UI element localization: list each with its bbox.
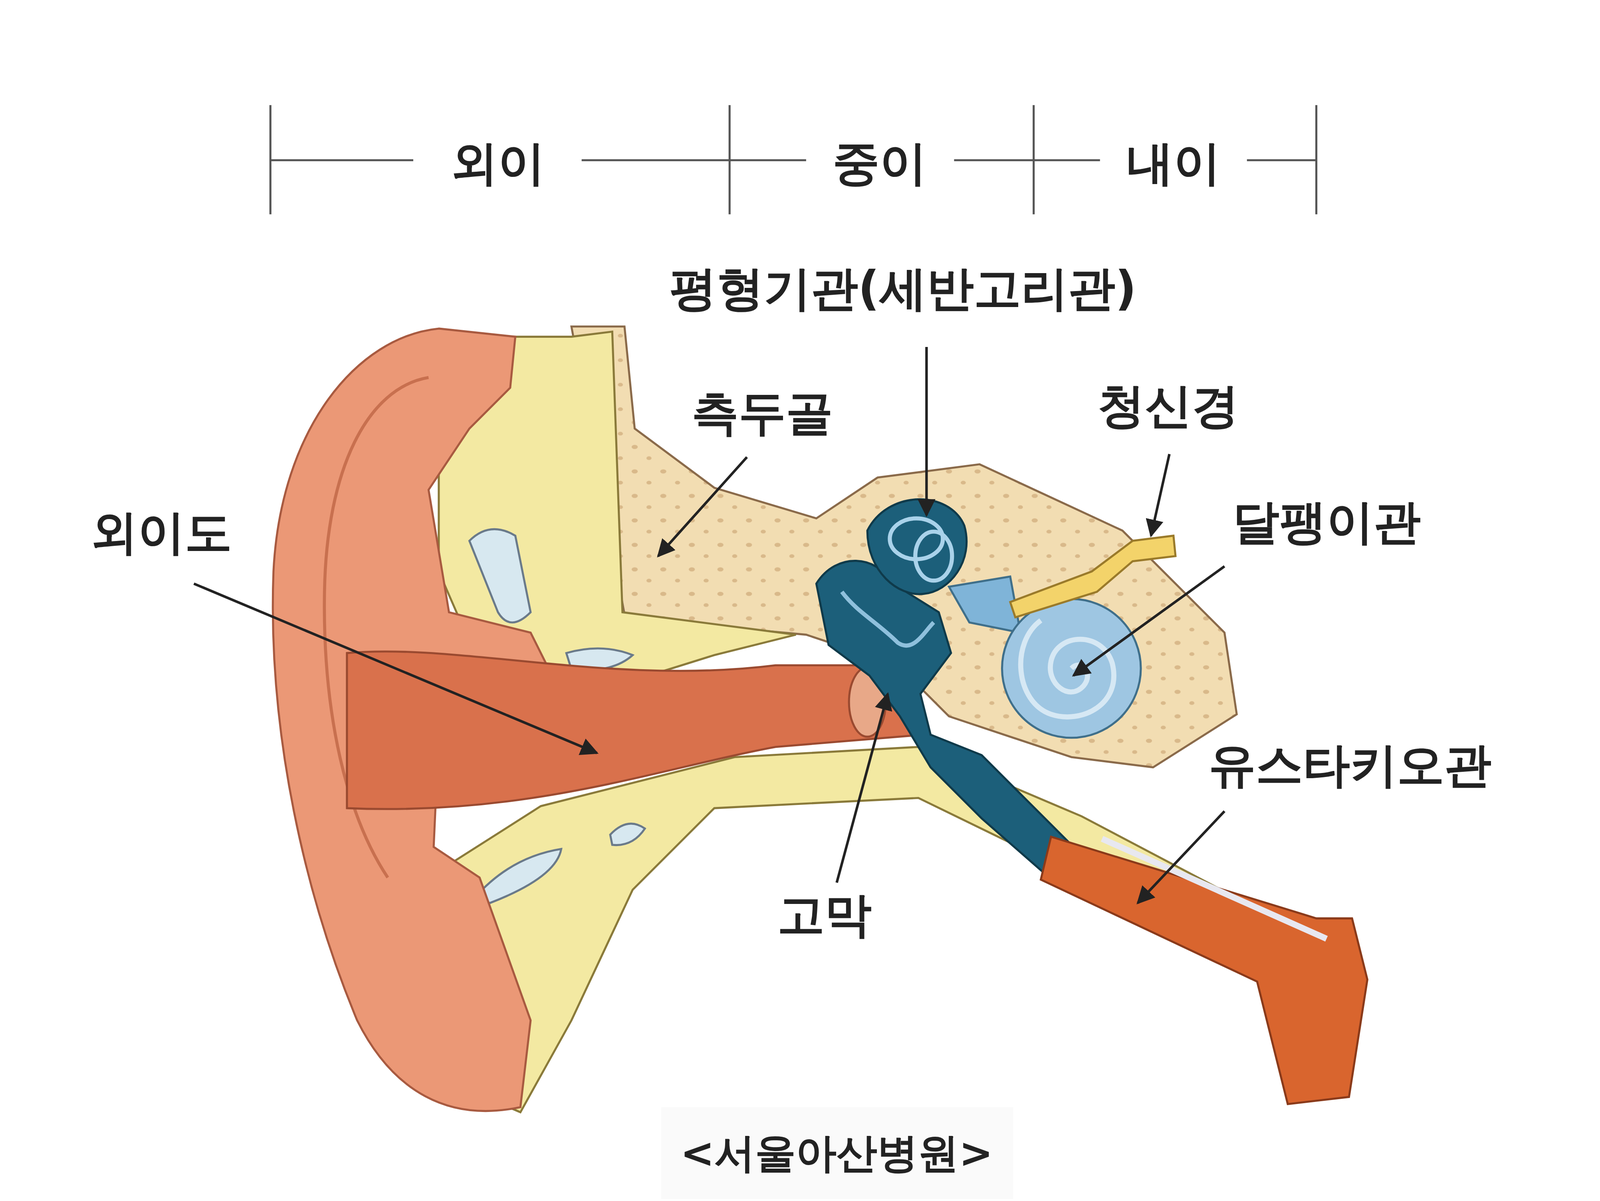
part-label: 측두골	[691, 387, 833, 439]
bone-cavity	[474, 848, 562, 903]
tube-lumen	[1102, 838, 1327, 939]
region-label: 중이	[832, 137, 927, 189]
region-label: 외이	[450, 137, 546, 189]
bone-cavity	[469, 529, 531, 623]
region-label: 내이	[1126, 137, 1221, 189]
ear-canal	[346, 651, 924, 810]
part-label: 달팽이관	[1232, 496, 1421, 549]
part-label: 외이도	[90, 506, 232, 559]
auditory-nerve	[1010, 535, 1176, 618]
eustachian-tube	[1040, 836, 1368, 1105]
caption-ground	[661, 1107, 1014, 1200]
cochlea	[1001, 598, 1141, 738]
semicircular-canals	[867, 499, 967, 595]
cochlea-spiral	[1020, 620, 1114, 718]
canal-rings	[889, 518, 952, 581]
source-caption: <서울아산병원>	[680, 1130, 994, 1176]
part-label: 청신경	[1097, 380, 1240, 432]
part-label: 고막	[777, 889, 872, 942]
ossicles	[841, 591, 934, 646]
bone-cavity	[610, 823, 645, 846]
region-bracket	[270, 105, 1317, 215]
part-label: 평형기관(세반고리관)	[669, 263, 1137, 315]
vestibule	[949, 576, 1021, 633]
part-label: 유스타키오관	[1208, 739, 1492, 792]
leader-lines	[194, 346, 1225, 904]
